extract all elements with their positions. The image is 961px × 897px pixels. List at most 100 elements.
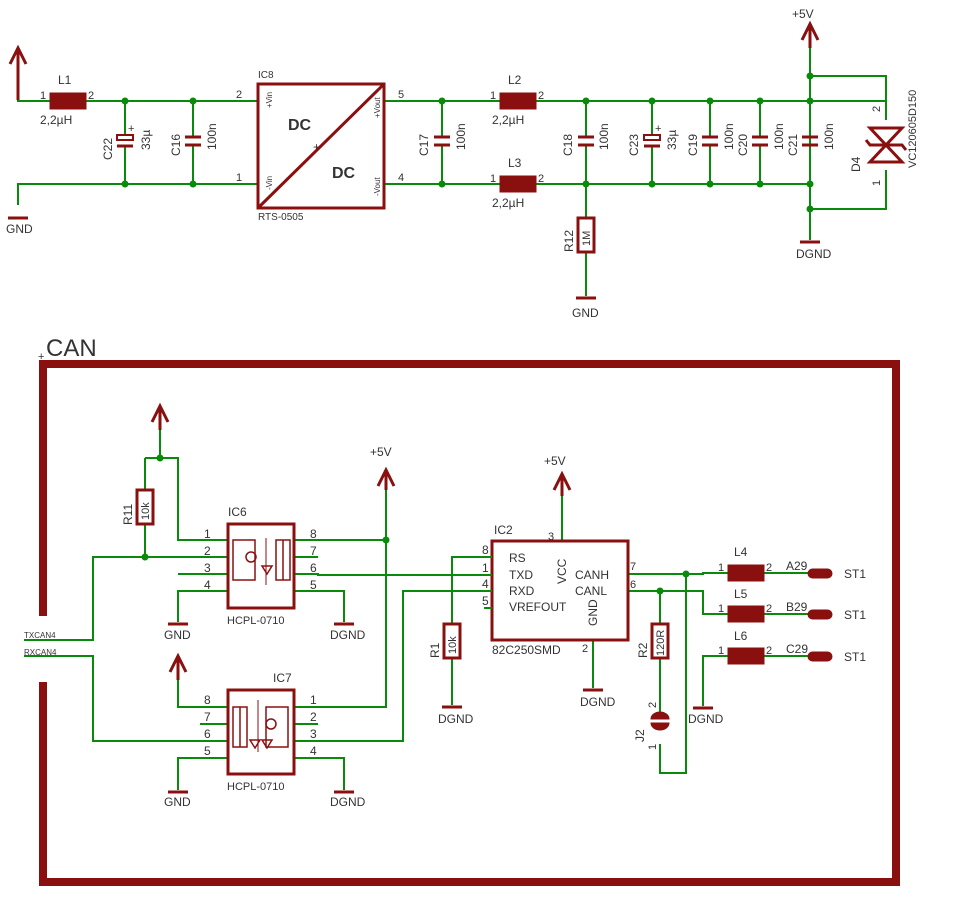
- can-frame: CAN +: [38, 335, 900, 886]
- ic2-label-txd: TXD: [509, 568, 533, 582]
- ic2-pin5: 5: [482, 594, 489, 608]
- ic6-pin-left-1: 1: [204, 527, 211, 541]
- dcdc-pin2: 2: [236, 89, 242, 101]
- dgnd-symbol-l6: DGND: [688, 706, 724, 726]
- gnd-label-ic7: GND: [164, 795, 191, 809]
- c16-value: 100n: [205, 123, 219, 150]
- ic2-pin2: 2: [582, 643, 588, 655]
- dcdc-pin-vin-minus: -Vin: [265, 176, 274, 190]
- dcdc-pin-vout-plus: +Vout: [373, 97, 382, 118]
- can-transceiver-ic2: 8 1 4 5 RS TXD RXD VREFOUT VCC GND CANH …: [482, 523, 636, 657]
- inductor-l1: L1 2,2µH 1 2: [40, 73, 94, 127]
- ic2-pin3: 3: [548, 531, 554, 543]
- ic7-value: HCPL-0710: [227, 781, 284, 793]
- dcdc-pin1: 1: [236, 172, 242, 184]
- j2-pin2: 2: [647, 702, 659, 708]
- ic2-ref: IC2: [494, 523, 513, 537]
- l2-pin2: 2: [538, 90, 544, 102]
- l2-ref: L2: [508, 73, 522, 87]
- ic2-label-rs: RS: [509, 551, 526, 565]
- gnd-label-r12: GND: [572, 306, 599, 320]
- resistor-r1: R1 10k: [428, 622, 462, 660]
- optocoupler-ic7: IC7 HCPL-0710 8 7 6 5 1 2 3 4: [204, 671, 317, 793]
- c23-polarity: +: [655, 123, 661, 135]
- c22-value: 33µ: [139, 130, 153, 150]
- r12-value: 1M: [581, 231, 593, 246]
- gnd-symbol-r12: GND: [572, 296, 599, 320]
- l6-pin2: 2: [766, 645, 772, 657]
- a29-name: ST1: [844, 567, 866, 581]
- inductor-l3: L3 2,2µH 1 2: [490, 156, 544, 210]
- c20-value: 100n: [772, 123, 786, 150]
- c22-polarity: +: [128, 123, 134, 135]
- jumper-j2: J2 2 1: [633, 702, 670, 750]
- capacitor-c19: C19 100n: [686, 123, 736, 156]
- ic7-pin-left-6: 6: [204, 727, 211, 741]
- l2-pin1: 1: [490, 90, 496, 102]
- c23-value: 33µ: [665, 130, 679, 150]
- inductor-l4: L4 1 2: [718, 545, 772, 582]
- ic2-pin4: 4: [482, 577, 489, 591]
- l3-pin2: 2: [538, 173, 544, 185]
- capacitor-c20: C20 100n: [736, 123, 786, 156]
- ic6-pin-left-4: 4: [204, 578, 211, 592]
- ic6-pin-right-5: 5: [310, 578, 317, 592]
- j2-ref: J2: [633, 729, 647, 742]
- power-arrow-r11: [150, 402, 170, 430]
- dgnd-symbol-r1: DGND: [438, 705, 474, 726]
- c29-name: ST1: [844, 650, 866, 664]
- l5-pin2: 2: [766, 603, 772, 615]
- l4-pin1: 1: [718, 562, 724, 574]
- dgnd-symbol-top: DGND: [796, 240, 832, 261]
- signal-tx-label: TXCAN4: [24, 631, 56, 640]
- l6-ref: L6: [734, 629, 748, 643]
- c21-value: 100n: [822, 123, 836, 150]
- ic6-value: HCPL-0710: [227, 615, 284, 627]
- b29-net: B29: [786, 600, 808, 614]
- c19-ref: C19: [686, 134, 700, 156]
- l6-pin1: 1: [718, 645, 724, 657]
- ic7-pin-left-5: 5: [204, 744, 211, 758]
- gnd-symbol-input: GND: [6, 216, 33, 236]
- signal-rx-label: RXCAN4: [24, 648, 57, 657]
- d4-value: VC120605D150: [907, 90, 919, 168]
- optocoupler-ic6: IC6 HCPL-0710 1 2 3 4 8 7 6 5: [204, 505, 317, 627]
- c18-ref: C18: [561, 134, 575, 156]
- r11-ref: R11: [121, 504, 135, 525]
- input-power-arrow: [8, 44, 28, 100]
- dcdc-dc-top: DC: [288, 117, 312, 134]
- d4-ref: D4: [849, 156, 863, 172]
- can-frame-label: CAN: [46, 335, 97, 362]
- l3-pin1: 1: [490, 173, 496, 185]
- r2-value: 120R: [655, 630, 667, 656]
- power-section-wires: [17, 48, 887, 296]
- ic7-pin-right-1: 1: [310, 693, 317, 707]
- l4-ref: L4: [734, 545, 748, 559]
- ic6-pin-left-3: 3: [204, 561, 211, 575]
- dgnd-label-ic2: DGND: [580, 695, 616, 709]
- plus5v-label-ic2: +5V: [544, 454, 566, 468]
- l2-value: 2,2µH: [492, 113, 524, 127]
- dgnd-symbol-ic7: DGND: [330, 790, 366, 809]
- dgnd-symbol-ic2: DGND: [580, 688, 616, 709]
- ic2-label-vrefout: VREFOUT: [509, 600, 567, 614]
- ic6-internal-symbol: [232, 538, 291, 585]
- can-section-junctions: [141, 454, 690, 595]
- dgnd-label-r1: DGND: [438, 712, 474, 726]
- ic7-pin-right-3: 3: [310, 727, 317, 741]
- l1-ref: L1: [58, 73, 72, 87]
- dcdc-ref: IC8: [258, 70, 274, 81]
- capacitor-c23: + C23 33µ: [627, 123, 679, 156]
- gnd-symbol-ic7: GND: [164, 790, 191, 809]
- l3-ref: L3: [508, 156, 522, 170]
- dgnd-symbol-ic6: DGND: [330, 622, 366, 642]
- ic2-pin7: 7: [630, 561, 636, 573]
- c29-net: C29: [786, 642, 808, 656]
- resistor-r11: R11 10k: [121, 488, 155, 526]
- dgnd-label-ic7: DGND: [330, 795, 366, 809]
- j2-pin1: 1: [647, 744, 659, 750]
- resistor-r12: R12 1M: [562, 216, 596, 254]
- resistor-r2: R2 120R: [636, 622, 670, 660]
- connector-a29: A29 ST1: [786, 559, 866, 581]
